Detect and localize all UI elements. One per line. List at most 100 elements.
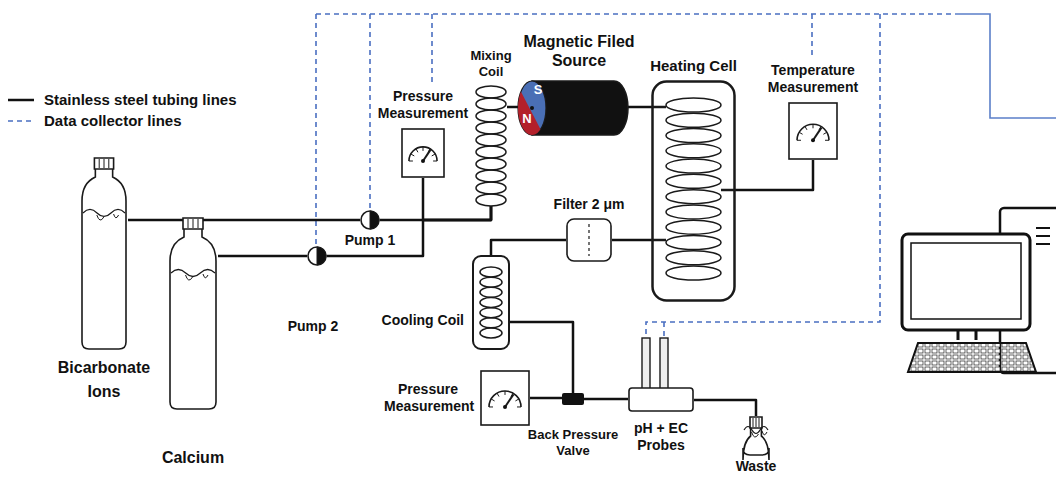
keyboard xyxy=(908,343,1036,372)
gauge-face xyxy=(481,371,529,425)
data-line xyxy=(315,14,317,246)
tubing-line xyxy=(491,240,566,255)
stroke-path xyxy=(480,318,502,328)
monitor-screen xyxy=(911,243,1021,319)
stroke-path xyxy=(825,140,829,141)
stroke-path xyxy=(805,126,807,129)
data-lines xyxy=(316,14,955,338)
pump-body xyxy=(308,247,326,265)
stroke-path xyxy=(480,328,502,338)
waste-bottle-drawing xyxy=(741,416,771,456)
stroke-path xyxy=(423,147,424,151)
computer xyxy=(902,208,1056,373)
data-line xyxy=(811,14,813,58)
data-line xyxy=(369,14,371,210)
stroke-path xyxy=(813,124,814,128)
pressure-gauge-drawing xyxy=(480,370,530,426)
stroke-path xyxy=(476,134,506,146)
tubing-line xyxy=(530,397,562,400)
stroke-path xyxy=(411,154,414,156)
stroke-path xyxy=(99,159,100,168)
stroke-path xyxy=(823,132,826,134)
stroke-path xyxy=(489,391,521,407)
gauge-pivot xyxy=(503,405,507,409)
stroke-path xyxy=(666,220,721,234)
stroke-path xyxy=(476,86,506,98)
monitor xyxy=(902,234,1030,330)
heating-cell: Heating Cell xyxy=(651,80,736,302)
stroke-path xyxy=(114,214,119,218)
reagent-bottle-drawing xyxy=(168,217,218,410)
stroke-path xyxy=(186,275,193,280)
stroke-path xyxy=(480,287,502,297)
magnet-axis xyxy=(530,106,534,110)
pump-body xyxy=(361,211,379,229)
monitor-stand xyxy=(958,330,976,340)
back-pressure-valve: Back Pressure Valve xyxy=(562,393,584,405)
pump-drawing xyxy=(307,246,327,266)
stroke-path xyxy=(666,98,721,112)
waste-bottle: Waste xyxy=(741,416,771,456)
legend-solid-sample xyxy=(8,99,34,102)
heating-cell-drawing xyxy=(651,80,736,302)
stroke-path xyxy=(416,149,418,152)
part-label: Pump 2 xyxy=(283,318,343,335)
mixing-coil-drawing xyxy=(475,86,507,206)
filter-housing xyxy=(567,219,611,261)
stroke-path xyxy=(491,399,494,401)
tower-slots xyxy=(1036,228,1050,244)
pump: Pump 1 xyxy=(360,210,380,230)
stroke-path xyxy=(666,205,721,219)
stroke-path xyxy=(588,224,589,256)
stroke-path xyxy=(489,406,493,407)
cooling-jacket xyxy=(473,256,509,349)
part-label: Waste xyxy=(726,458,786,475)
stroke-path xyxy=(433,161,437,162)
part-label: Cooling Coil xyxy=(369,312,464,329)
stroke-path xyxy=(651,106,666,109)
part-label: Temperature Measurement xyxy=(760,62,866,96)
stroke-path xyxy=(476,194,506,206)
stroke-path xyxy=(797,124,829,140)
stroke-path xyxy=(108,159,109,168)
stroke-path xyxy=(797,140,801,141)
stroke-path xyxy=(476,182,506,194)
part-label: Back Pressure Valve xyxy=(525,427,621,459)
reagent-bottle: Bicarbonate Ions xyxy=(80,157,128,350)
stroke-path xyxy=(423,150,430,161)
stroke-path xyxy=(666,251,721,265)
stroke-path xyxy=(480,277,502,287)
stroke-path xyxy=(480,308,502,318)
tubing-line xyxy=(327,206,491,256)
stroke-path xyxy=(476,98,506,110)
part-label: Magnetic Filed Source xyxy=(514,32,644,70)
probe xyxy=(660,338,668,392)
stroke-path xyxy=(799,132,802,134)
stroke-path xyxy=(505,391,506,395)
pressure-gauge: Pressure Measurement xyxy=(401,128,445,178)
filter: Filter 2 μm xyxy=(566,218,612,262)
temperature-gauge-drawing xyxy=(788,102,838,160)
pump: Pump 2 xyxy=(307,246,327,266)
stroke-path xyxy=(476,110,506,122)
stroke-path xyxy=(476,170,506,182)
gauge-pivot xyxy=(811,138,815,142)
stroke-path xyxy=(666,266,721,280)
valve-body xyxy=(562,393,584,405)
stroke-path xyxy=(409,161,413,162)
tubing-line xyxy=(694,400,756,416)
legend-dashed-sample xyxy=(8,120,34,122)
cooling-coil: Cooling Coil xyxy=(472,255,510,350)
stroke-path xyxy=(750,417,762,428)
gauge-face xyxy=(789,103,837,159)
legend-text: Stainless steel tubing lines xyxy=(44,91,237,109)
flow-cell xyxy=(629,388,693,411)
pressure-gauge-drawing xyxy=(401,128,445,178)
probe-cell: pH + EC Probes xyxy=(628,338,694,412)
part-label: Calcium xyxy=(148,448,238,467)
stroke-path xyxy=(744,427,768,434)
stroke-path xyxy=(317,247,326,265)
stroke-path xyxy=(666,159,721,173)
back-pressure-valve-drawing xyxy=(562,393,584,405)
